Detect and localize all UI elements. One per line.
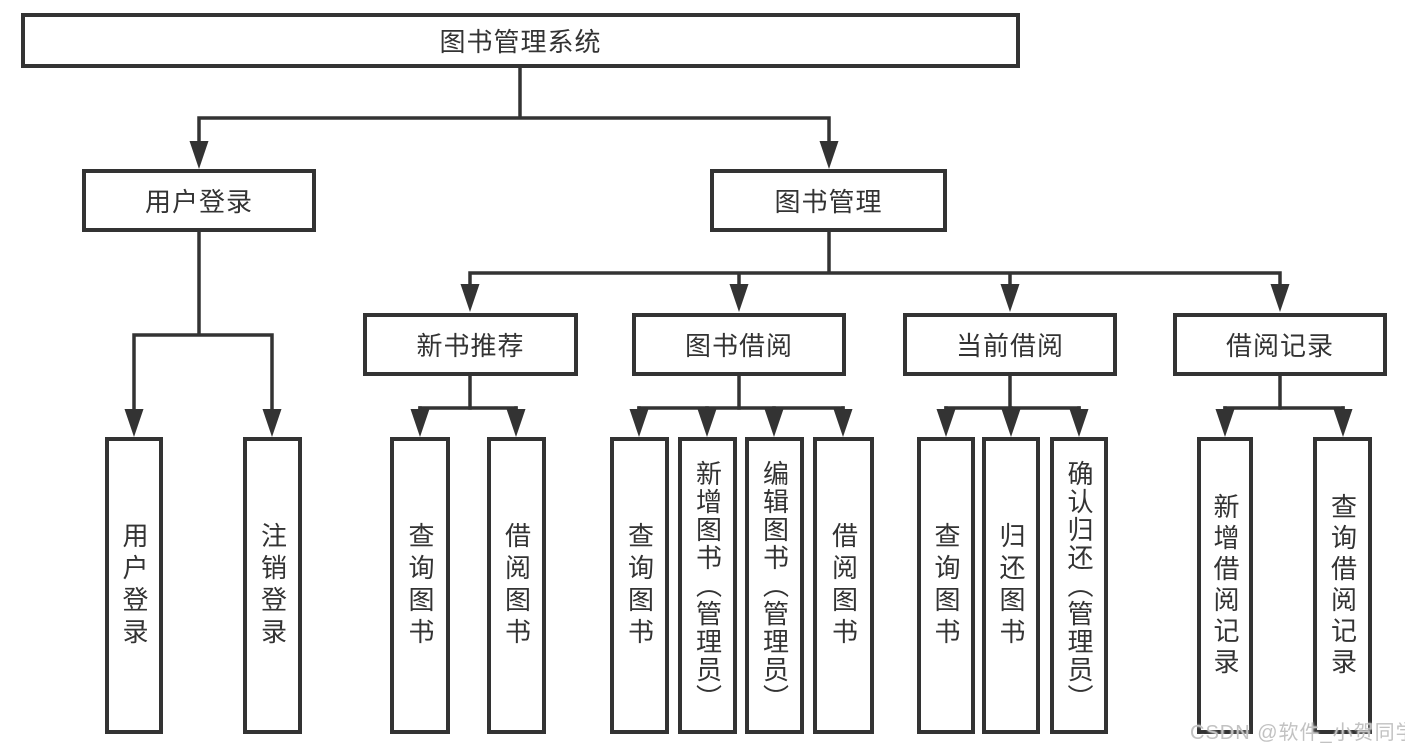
node-label: 新书推荐 [416, 331, 525, 361]
node-label: 用户登录 [144, 187, 253, 217]
node-label: 查询图书 [624, 521, 655, 650]
leaf-borrow-books-2: 借阅图书 [813, 437, 874, 734]
node-label: 归还图书 [996, 521, 1026, 650]
leaf-add-books-admin: 新增图书（管理员） [678, 437, 737, 734]
node-label: 注销登录 [257, 521, 288, 650]
leaf-return-books: 归还图书 [982, 437, 1040, 734]
node-user-login: 用户登录 [82, 169, 316, 232]
leaf-edit-books-admin: 编辑图书（管理员） [745, 437, 804, 734]
node-label: 查询图书 [405, 521, 435, 650]
leaf-add-borrow-record: 新增借阅记录 [1197, 437, 1253, 734]
node-label: 图书管理系统 [439, 27, 602, 57]
leaf-query-books-2: 查询图书 [610, 437, 669, 734]
leaf-logout: 注销登录 [243, 437, 302, 734]
node-label: 确认归还（管理员） [1064, 459, 1094, 712]
node-label: 当前借阅 [955, 331, 1064, 361]
leaf-query-books-1: 查询图书 [390, 437, 450, 734]
node-book-borrowing: 图书借阅 [632, 313, 846, 376]
node-label: 借阅图书 [828, 521, 859, 650]
leaf-confirm-return-admin: 确认归还（管理员） [1050, 437, 1108, 734]
leaf-query-books-3: 查询图书 [917, 437, 975, 734]
node-current-borrowing: 当前借阅 [903, 313, 1117, 376]
leaf-borrow-books-1: 借阅图书 [487, 437, 546, 734]
node-label: 图书管理 [774, 187, 883, 217]
leaf-query-borrow-records: 查询借阅记录 [1313, 437, 1372, 734]
node-label: 图书借阅 [684, 331, 793, 361]
node-library-management-system: 图书管理系统 [21, 13, 1020, 68]
node-label: 查询借阅记录 [1327, 492, 1358, 679]
node-label: 新增借阅记录 [1210, 492, 1240, 679]
node-label: 新增图书（管理员） [692, 459, 723, 712]
node-new-book-recommendation: 新书推荐 [363, 313, 578, 376]
node-label: 借阅图书 [501, 521, 532, 650]
csdn-watermark: CSDN @软件_小贺同学 [1190, 722, 1405, 744]
node-label: 借阅记录 [1225, 331, 1334, 361]
node-book-management: 图书管理 [710, 169, 947, 232]
node-label: 查询图书 [931, 521, 961, 650]
node-label: 用户登录 [119, 521, 149, 650]
arrowheads [124, 141, 1353, 437]
node-label: 编辑图书（管理员） [759, 459, 790, 712]
node-borrowing-records: 借阅记录 [1173, 313, 1387, 376]
leaf-user-login: 用户登录 [105, 437, 163, 734]
